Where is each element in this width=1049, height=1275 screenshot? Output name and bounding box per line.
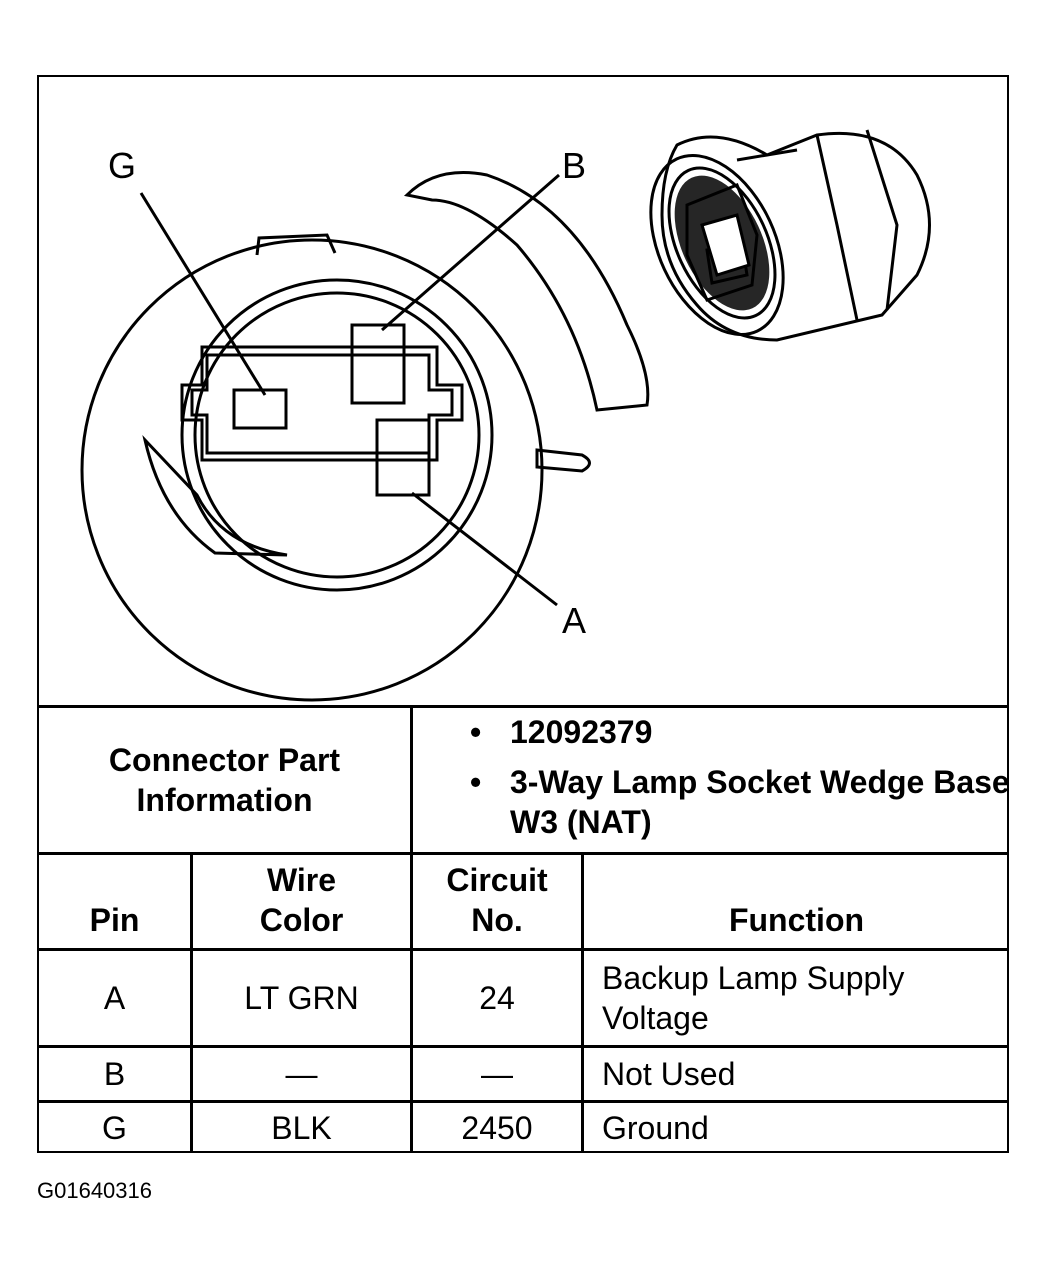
header-function: Function (728, 902, 865, 938)
connector-part-info-label: Connector Part Information (108, 742, 341, 818)
connector-illustration (80, 129, 931, 702)
terminal-body (180, 345, 464, 462)
socket-inner-ring (180, 278, 494, 592)
callout-a-label: A (562, 600, 587, 641)
table-cell-pin: B (103, 1055, 126, 1092)
lamp-socket-view (649, 129, 931, 342)
table-cell-wire-color: BLK (271, 1109, 332, 1146)
list-item: •3-Way Lamp Socket Wedge Base W3 (NAT) (470, 764, 1010, 840)
socket-lever (535, 448, 591, 473)
callout-b-label: B (562, 145, 587, 186)
pin-a (375, 418, 431, 497)
header-wire-color: Wire Color (259, 862, 344, 938)
callout-b-leader (381, 173, 560, 332)
column-divider (190, 852, 193, 1153)
list-item: •12092379 (470, 714, 653, 750)
header-pin: Pin (89, 902, 140, 938)
pin-b (350, 323, 406, 405)
table-cell-circuit: — (481, 1055, 513, 1092)
table-cell-circuit: 2450 (461, 1109, 533, 1146)
info-divider (37, 852, 1009, 855)
table-cell-pin: G (102, 1109, 127, 1146)
callout-a-leader (411, 491, 558, 607)
figure-code: G01640316 (37, 1178, 152, 1203)
socket-tab (403, 171, 650, 412)
table-cell-circuit: 24 (479, 979, 515, 1016)
column-divider (581, 852, 584, 1153)
socket-outer-ring (80, 238, 544, 702)
part-description: 3-Way Lamp Socket Wedge Base W3 (NAT) (510, 764, 1010, 840)
callout-g-leader (139, 192, 267, 396)
callout-g-label: G (108, 145, 137, 186)
row-divider (37, 1045, 1009, 1048)
pin-g (232, 388, 288, 430)
row-divider (37, 1100, 1009, 1103)
table-cell-function: Not Used (602, 1055, 736, 1092)
diagram-frame (37, 75, 1009, 1153)
part-number: 12092379 (510, 714, 653, 750)
table-cell-function: Backup Lamp Supply Voltage (602, 960, 905, 1036)
table-cell-function: Ground (602, 1109, 709, 1146)
header-circuit-no: Circuit No. (446, 862, 548, 938)
table-cell-pin: A (103, 979, 126, 1016)
table-cell-wire-color: LT GRN (244, 979, 359, 1016)
connector-part-info-list: •12092379 •3-Way Lamp Socket Wedge Base … (470, 712, 1010, 852)
table-cell-wire-color: — (285, 1055, 318, 1092)
header-divider (37, 948, 1009, 951)
column-divider (410, 705, 413, 1153)
table-top-border (37, 705, 1009, 708)
